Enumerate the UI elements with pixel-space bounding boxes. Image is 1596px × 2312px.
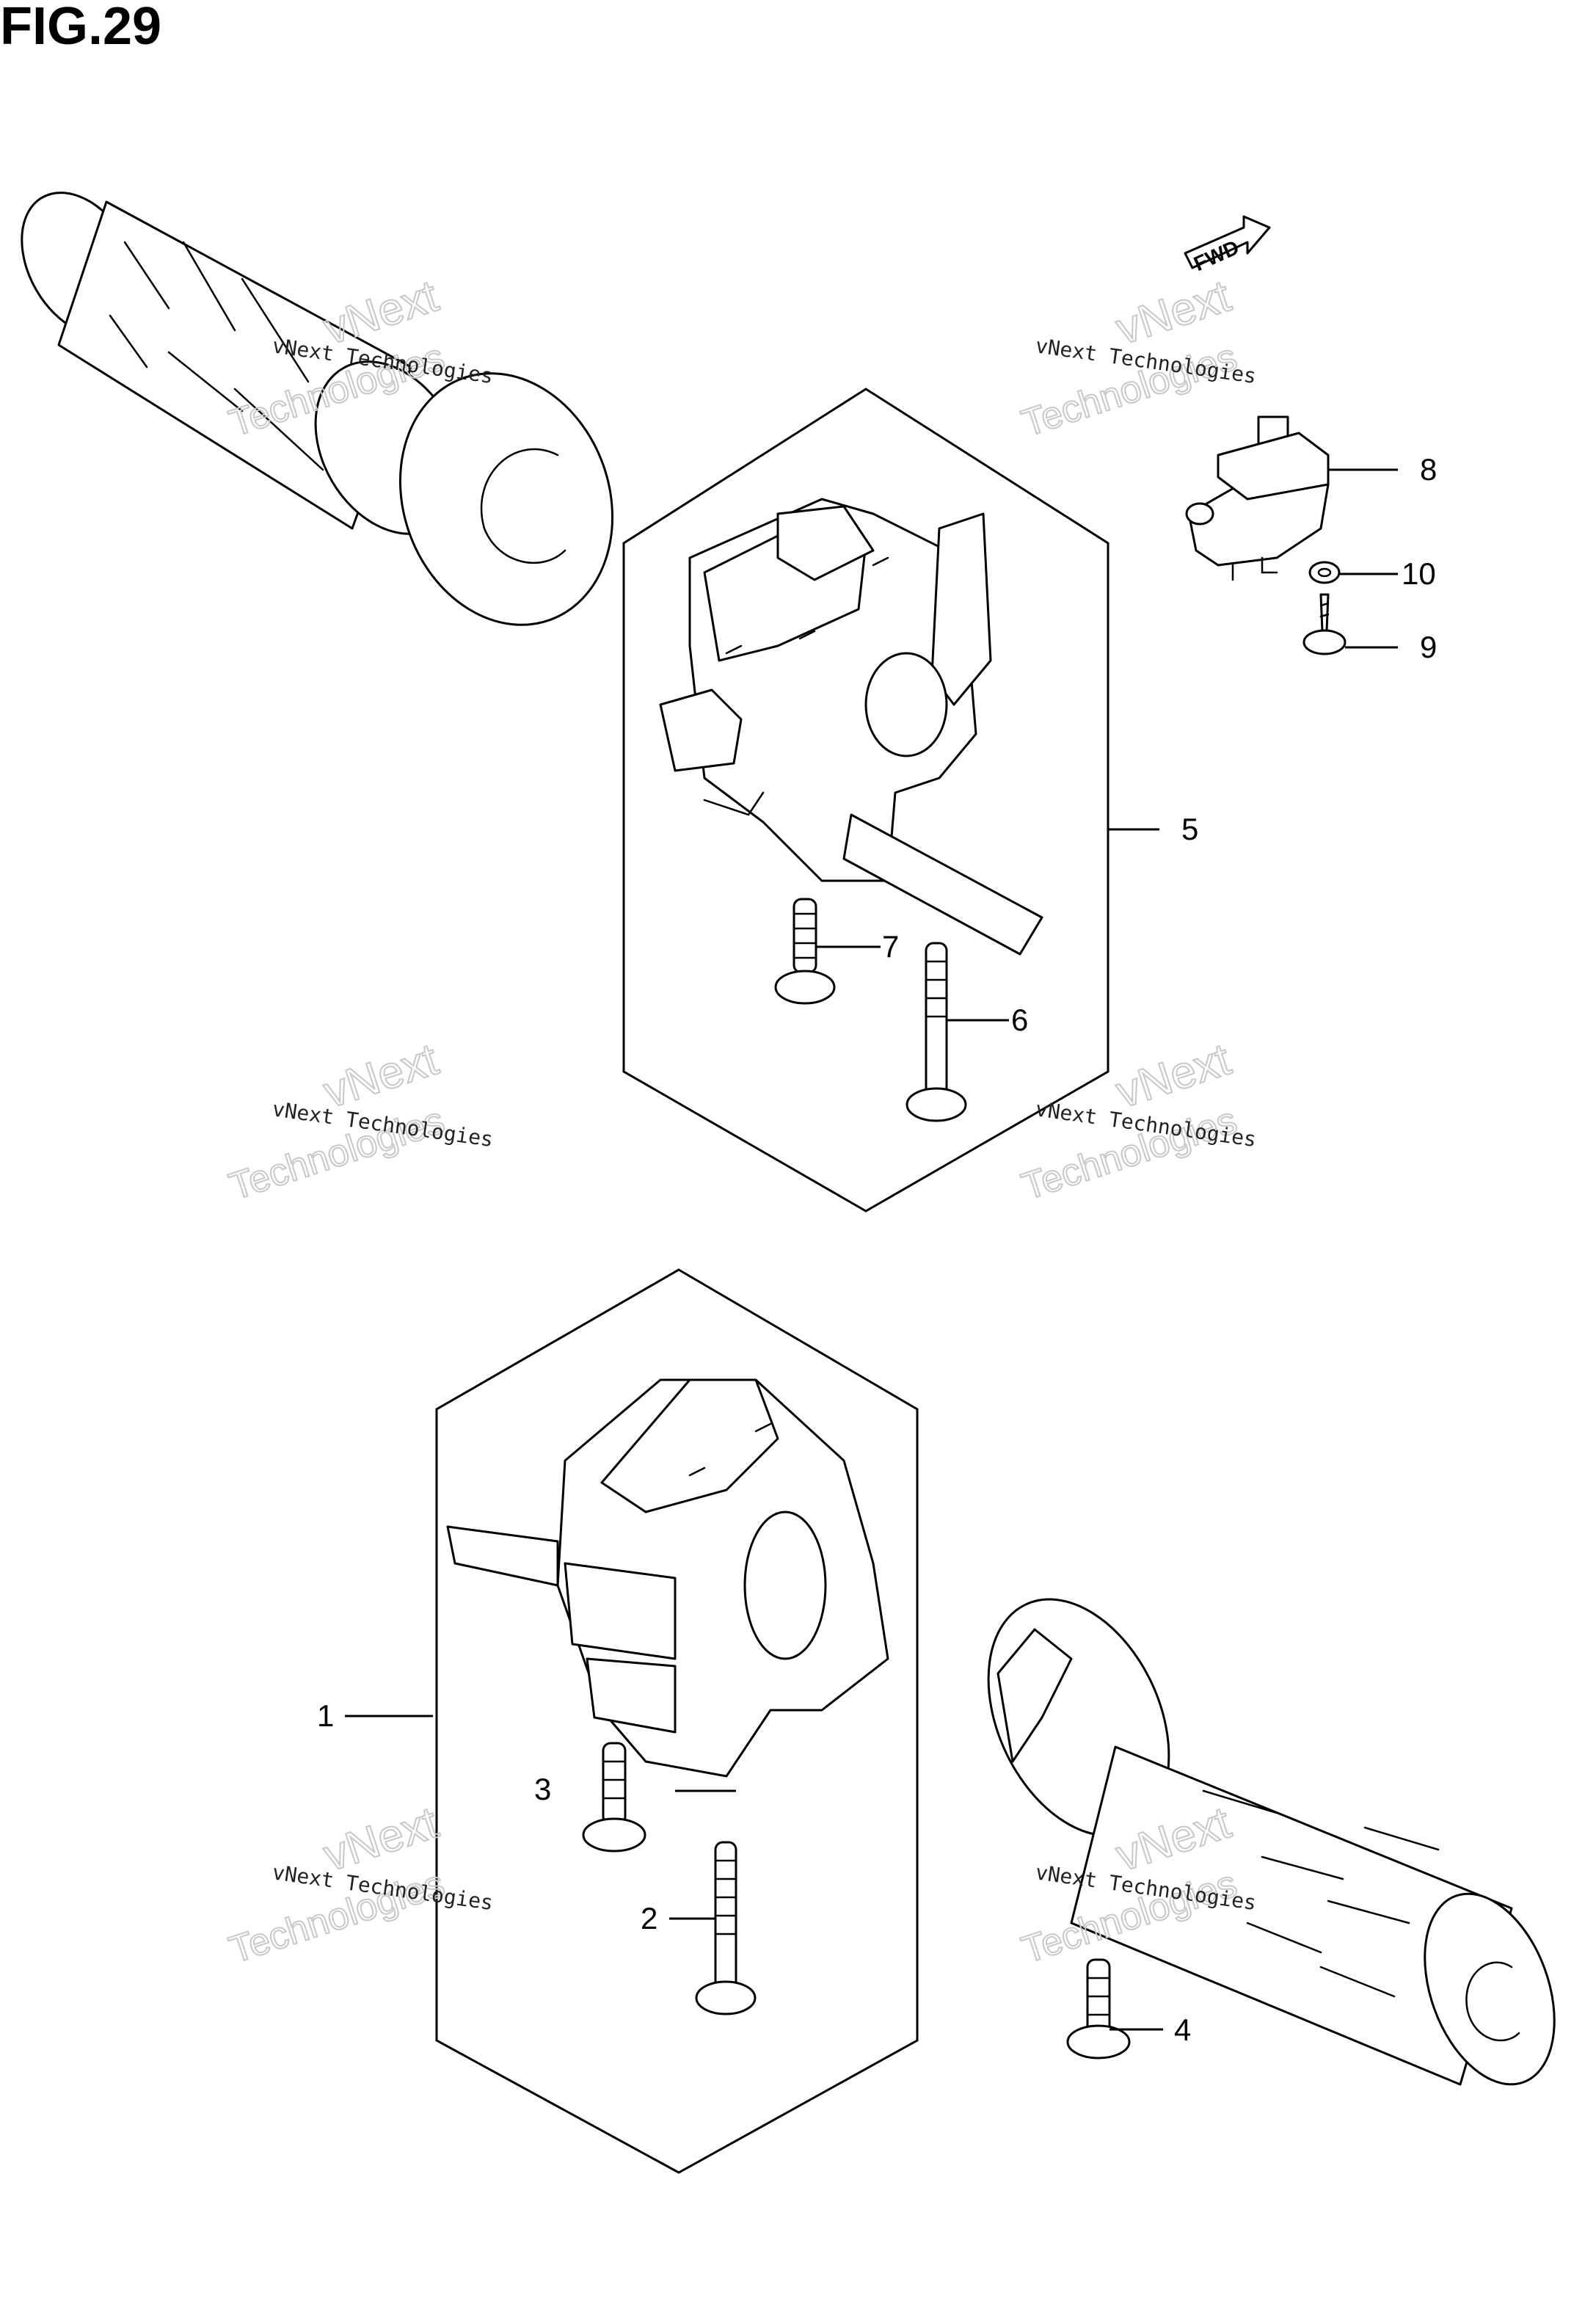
screw-7[interactable] <box>774 898 836 1005</box>
washer-10[interactable] <box>1308 561 1341 584</box>
callout-7: 7 <box>882 929 899 964</box>
switch-assembly-1-outline <box>435 1268 919 2174</box>
callout-9: 9 <box>1420 630 1437 664</box>
watermark: vNext Technologies vNext Technologies <box>224 1797 495 1973</box>
screw-3[interactable] <box>582 1742 646 1853</box>
left-handlebar-switch[interactable] <box>659 498 1043 956</box>
callout-2: 2 <box>641 1901 657 1935</box>
callout-8: 8 <box>1420 452 1437 487</box>
callout-10: 10 <box>1402 556 1436 591</box>
left-grip[interactable] <box>0 172 646 655</box>
screw-6[interactable] <box>906 942 967 1122</box>
watermark: vNext Technologies vNext Technologies <box>224 1033 495 1210</box>
callout-5: 5 <box>1181 812 1198 846</box>
callout-3: 3 <box>534 1772 551 1806</box>
switch-assembly-5-outline <box>622 388 1109 1213</box>
right-handlebar-switch[interactable] <box>446 1378 889 1778</box>
callout-6: 6 <box>1011 1003 1028 1037</box>
switch-8[interactable] <box>1185 415 1330 581</box>
fwd-arrow-icon: FWD <box>1184 215 1271 275</box>
figure-title: FIG.29 <box>0 0 162 56</box>
callout-4: 4 <box>1174 2013 1191 2047</box>
watermark: vNext Technologies vNext Technologies <box>1016 270 1258 446</box>
right-grip[interactable] <box>952 1570 1578 2102</box>
screw-9[interactable] <box>1302 593 1347 655</box>
screw-4[interactable] <box>1066 1958 1131 2060</box>
callout-1: 1 <box>317 1698 334 1733</box>
watermark: vNext Technologies vNext Technologies <box>1016 1033 1258 1210</box>
screw-2[interactable] <box>695 1841 757 2015</box>
